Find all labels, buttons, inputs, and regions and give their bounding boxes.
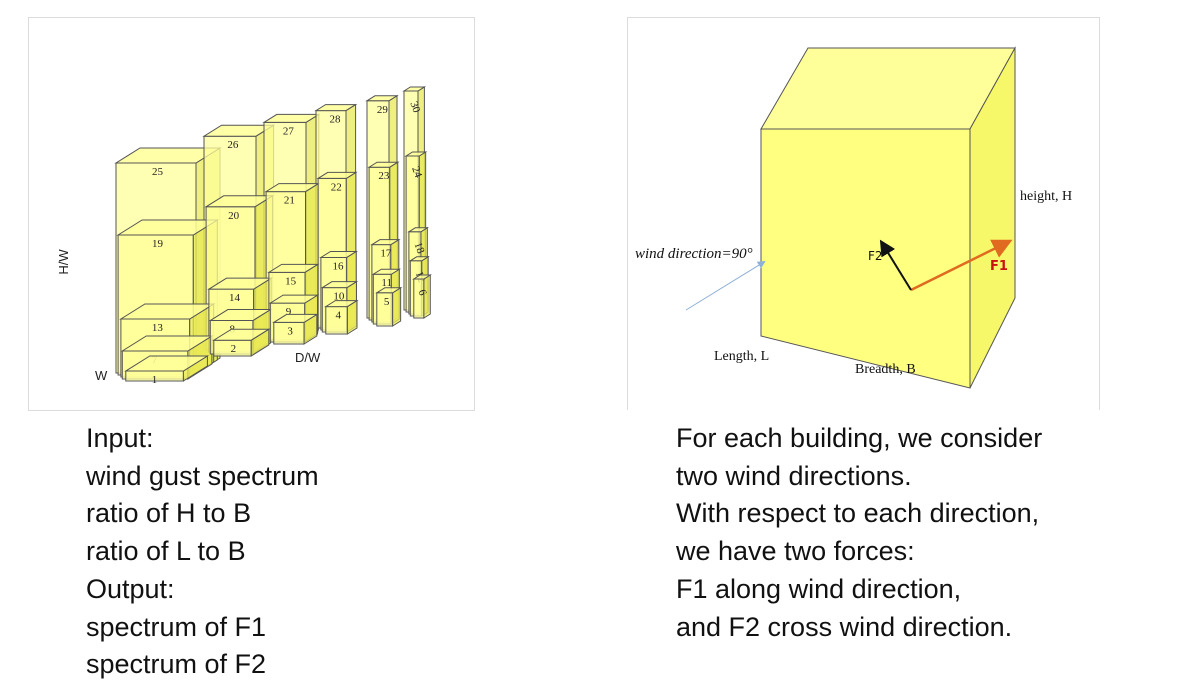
box-top-face [316,171,358,179]
box-side-face [423,274,431,319]
box-number-label: 23 [378,170,390,182]
box-front-face [413,278,425,319]
wind-direction-explanation: For each building, we consider two wind … [676,420,1042,646]
box-number-label: 27 [283,125,295,137]
text-line: F1 along wind direction, [676,573,962,604]
box-number-label: 26 [227,139,239,151]
box-top-face [314,104,358,112]
building-box-3: 3 [272,313,319,345]
box-number-label: 24 [409,165,424,180]
wind-force-diagram: wind direction=90° F1 F2 height, H Lengt… [627,17,1100,410]
building-box-2: 2 [212,328,271,357]
box-top-face [408,256,430,262]
text-line: spectrum of F2 [86,649,267,680]
f2-arrow [879,239,912,291]
box-number-label: 9 [286,306,292,318]
wind-direction-arrow [685,260,766,311]
text-line: ratio of L to B [86,536,246,567]
box-number-label: 2 [231,343,237,355]
f2-label: F2 [868,249,883,263]
wind-force-svg: wind direction=90° F1 F2 height, H Lengt… [635,46,1072,389]
box-top-face [324,300,359,308]
box-number-label: 14 [229,292,241,304]
text-line: and F2 cross wind direction. [676,611,1013,642]
box-top-face [267,263,320,273]
building-box-1: 1 [124,355,210,386]
box-number-label: 17 [380,248,392,260]
text-line: Input: [86,423,154,453]
box-top-face [124,355,210,372]
box-number-label: 6 [416,288,429,298]
box-number-label: 11 [381,277,392,289]
box-number-label: 25 [152,166,164,178]
box-top-face [407,227,430,233]
box-number-label: 21 [284,195,295,207]
box-number-label: 10 [333,291,345,303]
length-label: Length, L [714,349,769,364]
wind-direction-label: wind direction=90° [635,246,753,262]
box-top-face [212,328,271,341]
height-label: height, H [1020,189,1072,204]
box-top-face [320,281,359,289]
box-top-face [402,86,427,92]
box-top-face [272,313,319,323]
boxes-group: 2526272829301920212223241314151617187891… [114,86,433,386]
building-box-4: 4 [324,299,359,335]
text-line: For each building, we consider [676,423,1043,453]
f1-label: F1 [990,259,1008,274]
text-line: spectrum of F1 [86,611,267,642]
box-side-face [392,286,402,327]
dw-axis-label: D/W [295,350,321,365]
text-line: wind gust spectrum [86,460,319,491]
box-top-face [375,287,403,294]
building-boxes-svg: 2526272829301920212223241314151617187891… [56,86,433,386]
box-number-label: 5 [384,296,390,308]
box-number-label: 19 [152,238,164,250]
building-left-face [760,128,971,389]
building-models-diagram: 2526272829301920212223241314151617187891… [28,17,475,411]
box-top-face [370,239,401,246]
box-top-face [365,95,399,102]
box-number-label: 20 [228,210,240,222]
box-top-face [371,268,402,275]
hw-axis-label: H/W [56,249,71,275]
box-number-label: 15 [285,275,297,287]
text-line: we have two forces: [676,536,915,567]
box-number-label: 29 [377,104,389,116]
text-line: With respect to each direction, [676,498,1040,529]
building-right-face [969,46,1016,389]
box-number-label: 1 [152,374,158,386]
box-number-label: 30 [407,100,422,115]
text-line: ratio of H to B [86,498,252,529]
f1-arrow [910,239,1013,292]
box-number-label: 4 [336,310,342,322]
box-top-face [412,274,433,280]
text-line: Output: [86,573,175,604]
building-box-5: 5 [375,286,403,327]
text-line: two wind directions. [676,460,912,491]
box-number-label: 13 [152,322,164,334]
breadth-label: Breadth, B [855,362,916,377]
box-top-face [404,151,428,157]
building-box-6: 6 [412,274,433,319]
box-top-face [319,250,359,258]
w-axis-label: W [95,368,108,383]
box-number-label: 3 [287,325,293,337]
box-number-label: 18 [411,241,426,256]
input-output-text: Input: wind gust spectrum ratio of H to … [86,420,319,684]
box-number-label: 16 [333,260,345,272]
box-top-face [268,294,320,304]
box-number-label: 22 [331,181,342,193]
box-number-label: 28 [330,114,342,126]
box-top-face [367,161,400,168]
